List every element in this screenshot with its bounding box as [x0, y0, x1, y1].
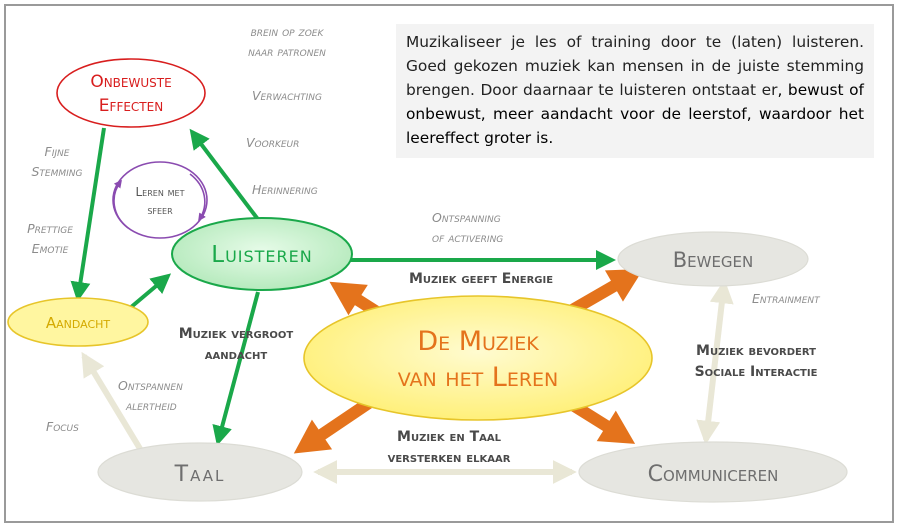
node-luisteren [171, 217, 353, 291]
label-muziek-energie: Muziek geeft Energie [409, 271, 553, 287]
label-focus: Focus [46, 419, 79, 434]
node-communiceren [578, 441, 848, 503]
arrow-communiceren-bewegen [696, 279, 734, 445]
label-prettige-1: Prettige [27, 221, 73, 236]
label-ontspannen-2: alertheid [125, 398, 177, 413]
center-label-1: De Muziek [417, 326, 539, 357]
onbewuste-label-2: Effecten [99, 96, 163, 116]
taal-label: Taal [174, 462, 226, 487]
panel-text-part1: Muzikaliseer je les of training door te … [406, 33, 864, 99]
label-vergroot-1: Muziek vergroot [179, 326, 294, 342]
node-leren-met-sfeer [112, 161, 208, 239]
label-verwachting: Verwachting [252, 88, 322, 103]
label-fijne-1: Fijne [45, 144, 70, 159]
label-voorkeur: Voorkeur [246, 135, 299, 150]
arrow-taal-aandacht [81, 351, 145, 454]
node-bewegen [617, 231, 809, 287]
label-entrainment: Entrainment [752, 291, 821, 306]
leren-met-sfeer-label-2: sfeer [147, 203, 173, 217]
luisteren-label: Luisteren [211, 242, 312, 268]
onbewuste-label-1: Onbewuste [90, 72, 171, 92]
bewegen-label: Bewegen [673, 248, 754, 272]
aandacht-label: Aandacht [46, 314, 111, 332]
label-ontspanning-1: Ontspanning [432, 210, 501, 225]
cycle-arrow-right [189, 173, 206, 222]
leren-met-sfeer-label-1: Leren met [136, 185, 185, 199]
node-de-muziek-van-het-leren [303, 295, 653, 421]
center-label-2: van het Leren [398, 362, 559, 393]
arrow-aandacht-luisteren [128, 273, 172, 310]
label-herinnering: Herinnering [252, 182, 318, 197]
arrow-luisteren-onbewuste [189, 128, 262, 224]
label-taal-2: versterken elkaar [388, 450, 511, 466]
label-brein-1: brein op zoek [251, 24, 325, 39]
communiceren-label: Communiceren [648, 462, 779, 487]
label-sociale-1: Muziek bevordert [696, 343, 816, 359]
label-ontspannen-1: Ontspannen [118, 378, 183, 393]
panel-text-part2: , bewust of onbewust, meer aandacht voor… [406, 81, 864, 147]
label-sociale-2: Sociale Interactie [695, 364, 818, 380]
node-aandacht [7, 297, 149, 347]
label-brein-2: naar patronen [248, 44, 326, 59]
label-prettige-2: Emotie [32, 241, 69, 256]
cycle-arrow-left [113, 179, 129, 229]
label-ontspanning-2: of activering [432, 230, 503, 245]
node-taal [97, 442, 303, 502]
explanation-panel: Muzikaliseer je les of training door te … [396, 24, 874, 158]
label-vergroot-2: aandacht [205, 347, 268, 363]
arrow-onbewuste-aandacht [70, 127, 106, 302]
label-taal-1: Muziek en Taal [397, 429, 502, 445]
label-fijne-2: Stemming [31, 164, 82, 179]
node-onbewuste-effecten [56, 58, 206, 128]
arrow-luisteren-taal [212, 291, 260, 446]
